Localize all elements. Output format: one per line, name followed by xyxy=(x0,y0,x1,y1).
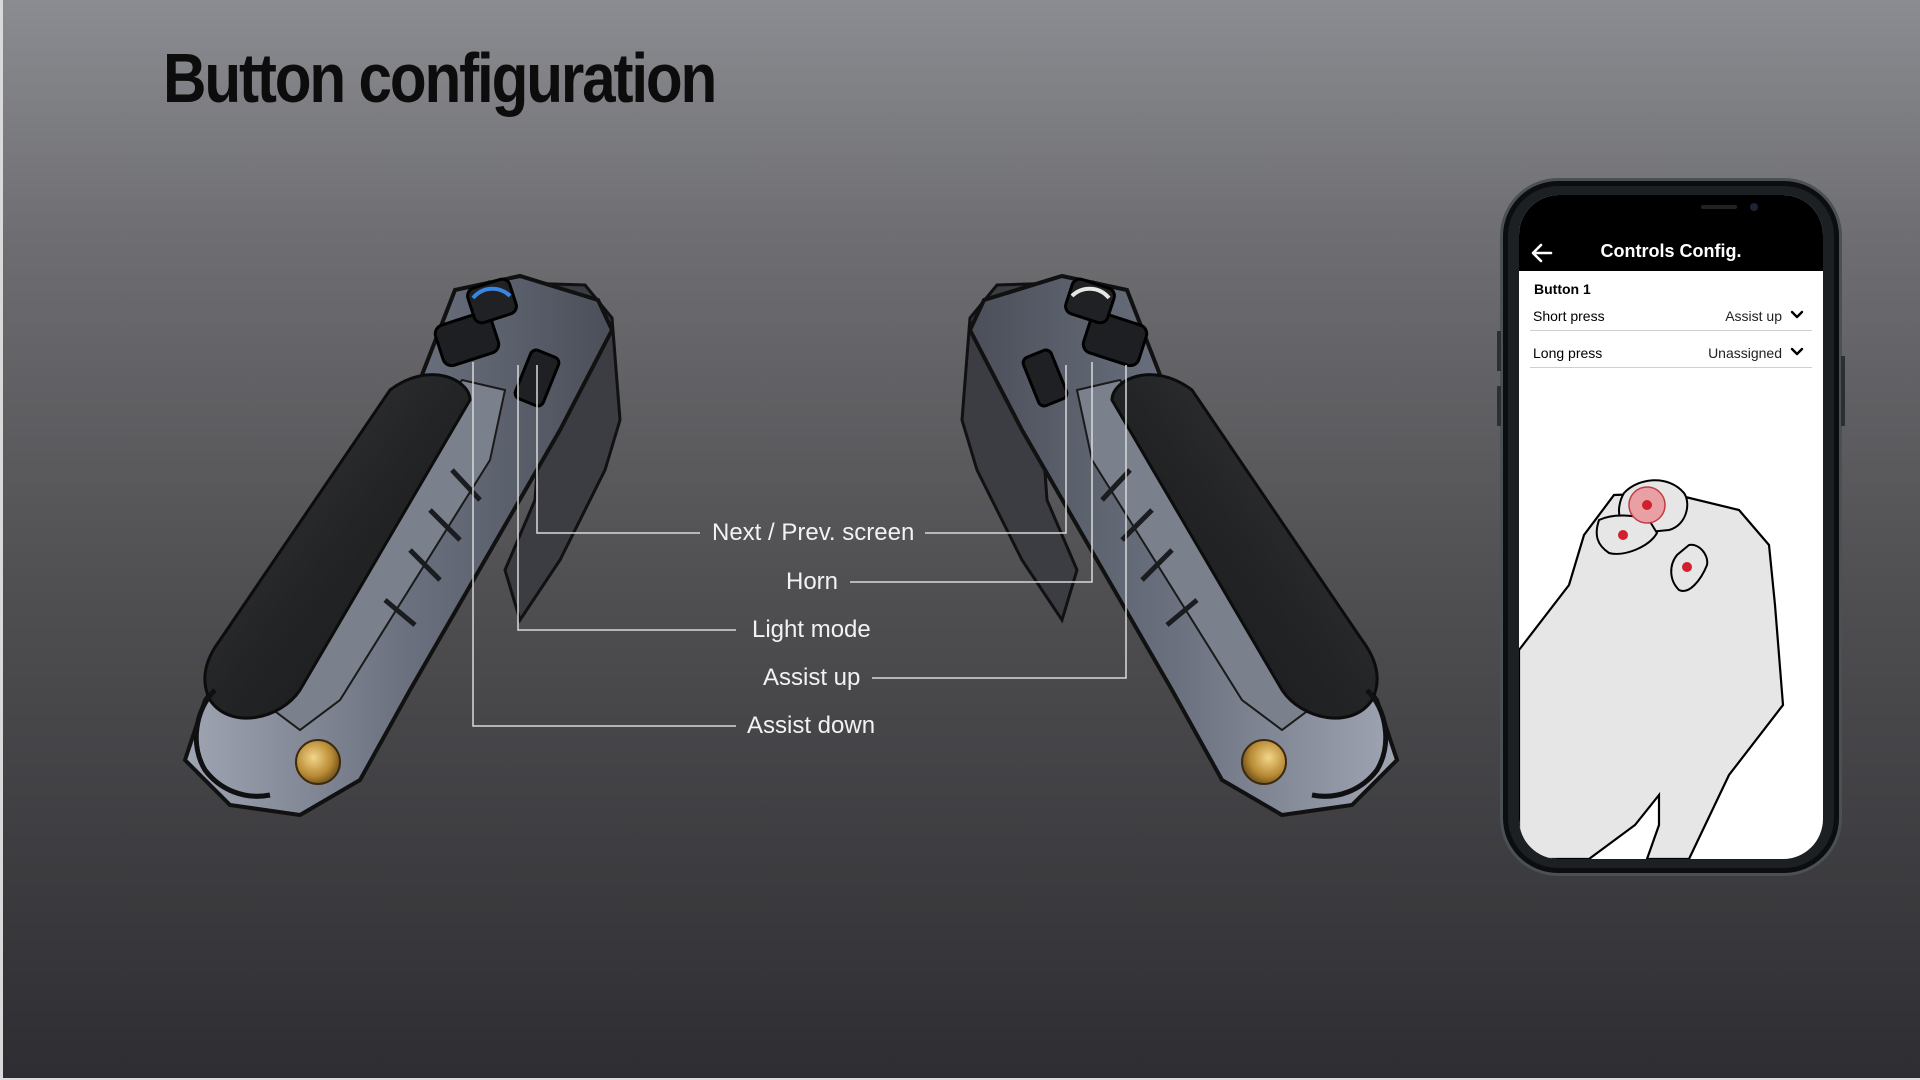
short-press-label: Short press xyxy=(1533,308,1605,324)
button-marker[interactable] xyxy=(1642,500,1652,510)
callout-leader-lines xyxy=(472,362,1127,727)
phone-mockup: Controls Config. Button 1 Short press As… xyxy=(1497,178,1845,876)
phone-notch xyxy=(1571,195,1771,223)
right-controller xyxy=(960,273,1400,818)
long-press-value: Unassigned xyxy=(1708,345,1782,361)
leader-assist-up xyxy=(872,365,1127,679)
chevron-down-icon xyxy=(1790,347,1804,356)
short-press-select[interactable]: Short press Assist up xyxy=(1530,300,1812,331)
long-press-label: Long press xyxy=(1533,345,1603,361)
leader-assist-down xyxy=(472,362,736,727)
slide-bottom-border xyxy=(0,1078,1920,1080)
callout-light-mode: Light mode xyxy=(752,616,871,643)
leader-light-mode xyxy=(517,365,736,631)
slide-left-border xyxy=(0,0,3,1080)
button-marker[interactable] xyxy=(1682,562,1692,572)
callout-assist-down: Assist down xyxy=(747,712,876,739)
phone-volume-button xyxy=(1497,386,1501,426)
slide-title: Button configuration xyxy=(163,39,717,117)
leader-next-prev-left xyxy=(536,365,700,534)
phone-screen: Controls Config. Button 1 Short press As… xyxy=(1519,195,1823,859)
leader-horn xyxy=(850,362,1093,583)
callout-next-prev-screen: Next / Prev. screen xyxy=(712,519,915,546)
leader-next-prev-right xyxy=(925,365,1067,534)
phone-volume-button xyxy=(1497,331,1501,371)
callout-assist-up: Assist up xyxy=(763,664,861,691)
speaker-grille xyxy=(1701,205,1737,209)
app-title: Controls Config. xyxy=(1600,241,1742,261)
callout-horn: Horn xyxy=(786,568,839,595)
arrow-left-icon[interactable] xyxy=(1529,241,1555,265)
left-controller xyxy=(182,273,622,818)
phone-power-button xyxy=(1841,356,1845,426)
front-camera-icon xyxy=(1750,203,1758,211)
long-press-select[interactable]: Long press Unassigned xyxy=(1530,337,1812,368)
section-title-button-1: Button 1 xyxy=(1534,281,1591,297)
app-header: Controls Config. xyxy=(1519,195,1823,271)
controller-diagram xyxy=(1519,479,1785,859)
button-marker[interactable] xyxy=(1618,530,1628,540)
chevron-down-icon xyxy=(1790,310,1804,319)
short-press-value: Assist up xyxy=(1725,308,1782,324)
